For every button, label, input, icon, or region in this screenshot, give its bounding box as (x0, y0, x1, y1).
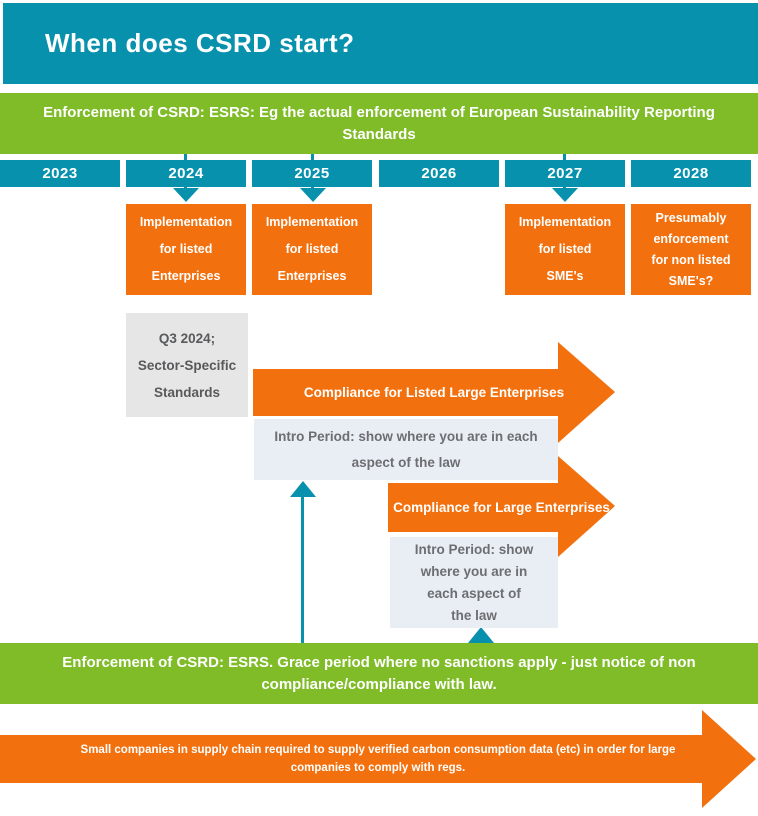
implementation-box-2025: Implementation for listed Enterprises (252, 204, 372, 295)
year-box-2024: 2024 (126, 160, 246, 187)
large-arrow-label: Compliance for Large Enterprises (393, 500, 610, 515)
up-arrow-icon-1 (290, 481, 316, 497)
implementation-box-2024: Implementation for listed Enterprises (126, 204, 246, 295)
listed-large-arrow-body (253, 369, 558, 416)
supply-chain-arrow-label: Small companies in supply chain required… (80, 744, 676, 774)
up-arrow-shaft-1 (301, 497, 304, 645)
listed-large-arrow-label: Compliance for Listed Large Enterprises (303, 385, 565, 400)
year-box-2028: 2028 (631, 160, 751, 187)
sector-standards-box: Q3 2024; Sector-Specific Standards (126, 313, 248, 417)
year-box-2026: 2026 (379, 160, 499, 187)
year-box-2023: 2023 (0, 160, 120, 187)
intro-period-box-1: Intro Period: show where you are in each… (254, 419, 558, 480)
listed-large-arrow-head-icon (558, 342, 615, 443)
supply-chain-arrow-head-icon (702, 710, 756, 808)
down-arrow-icon-2027 (552, 188, 578, 202)
implementation-box-2028: Presumably enforcement for non listed SM… (631, 204, 751, 295)
implementation-box-2027: Implementation for listed SME's (505, 204, 625, 295)
large-arrow-body (388, 483, 558, 532)
header-bar: When does CSRD start? (3, 3, 758, 84)
down-arrow-icon-2024 (173, 188, 199, 202)
up-arrow-icon-2 (468, 627, 494, 643)
enforcement-banner: Enforcement of CSRD: ESRS: Eg the actual… (0, 93, 758, 154)
down-arrow-icon-2025 (300, 188, 326, 202)
intro-period-box-2: Intro Period: show where you are in each… (390, 537, 558, 628)
grace-period-banner: Enforcement of CSRD: ESRS. Grace period … (0, 643, 758, 704)
page-title: When does CSRD start? (45, 28, 355, 58)
year-box-2027: 2027 (505, 160, 625, 187)
supply-chain-arrow-body (0, 735, 703, 783)
year-box-2025: 2025 (252, 160, 372, 187)
large-arrow-head-icon (558, 456, 615, 557)
